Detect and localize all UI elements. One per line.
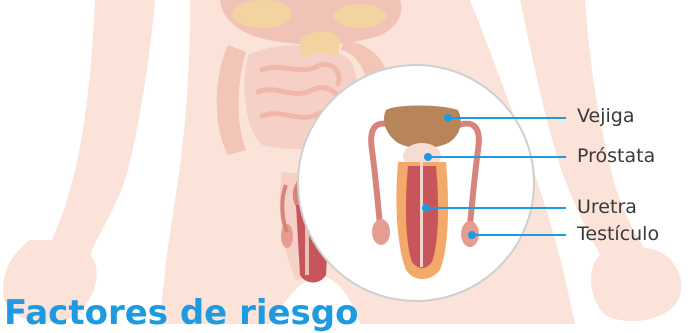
urethra-shape	[420, 162, 423, 267]
label-uretra: Uretra	[577, 198, 637, 217]
label-testiculo: Testículo	[577, 225, 659, 244]
testicle-left	[372, 219, 390, 245]
label-vejiga: Vejiga	[577, 107, 634, 126]
section-heading: Factores de riesgo	[4, 296, 359, 330]
label-prostata: Próstata	[577, 147, 655, 166]
magnified-view	[298, 65, 534, 301]
